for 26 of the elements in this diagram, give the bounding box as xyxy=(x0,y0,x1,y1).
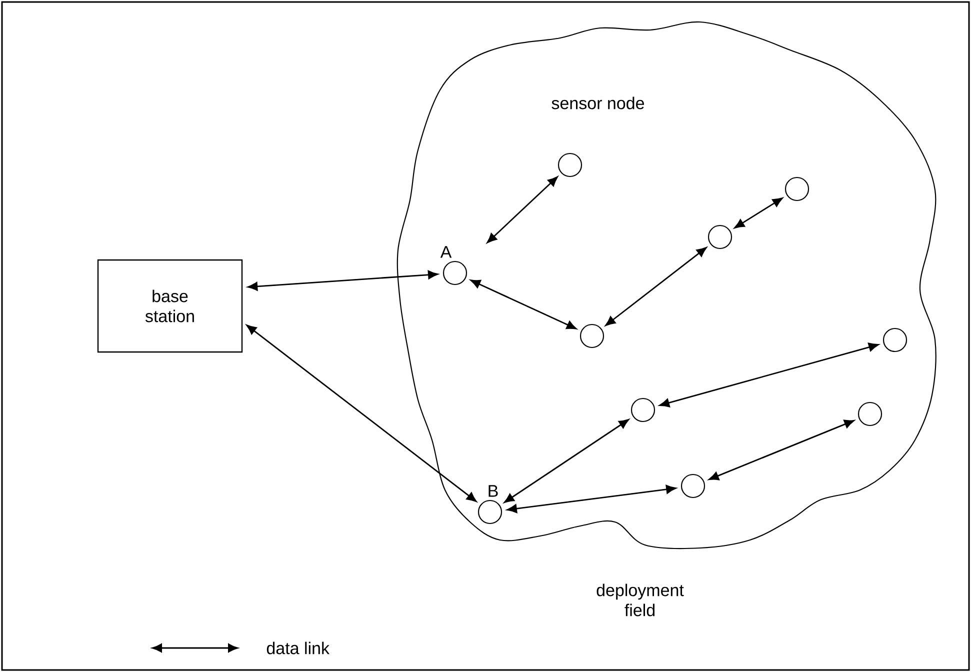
node-letter: A xyxy=(440,246,452,258)
arrow xyxy=(246,324,477,502)
sensor-circle xyxy=(680,474,706,498)
node-label: deployment field xyxy=(596,584,684,616)
sensor-circle xyxy=(442,260,468,286)
arrow xyxy=(605,247,707,326)
arrow xyxy=(248,270,438,291)
process-box: base station xyxy=(97,259,243,353)
arrow xyxy=(708,420,854,480)
node-label: sensor node xyxy=(552,96,644,110)
sensor-circle xyxy=(478,500,502,524)
arrow xyxy=(470,280,577,330)
sensor-circle xyxy=(784,176,810,202)
arrow xyxy=(506,484,676,514)
sensor-circle xyxy=(630,398,656,422)
sensor-circle xyxy=(858,402,882,426)
sensor-circle xyxy=(580,324,604,348)
node-letter: B xyxy=(488,485,498,497)
arrow xyxy=(659,342,879,408)
legend-label: data link xyxy=(266,642,330,654)
arrow xyxy=(486,176,558,244)
sensor-circle xyxy=(882,328,908,352)
arrow xyxy=(734,198,783,228)
sensor-circle xyxy=(708,224,732,250)
arrow xyxy=(504,419,629,503)
sensor-circle xyxy=(558,152,582,178)
